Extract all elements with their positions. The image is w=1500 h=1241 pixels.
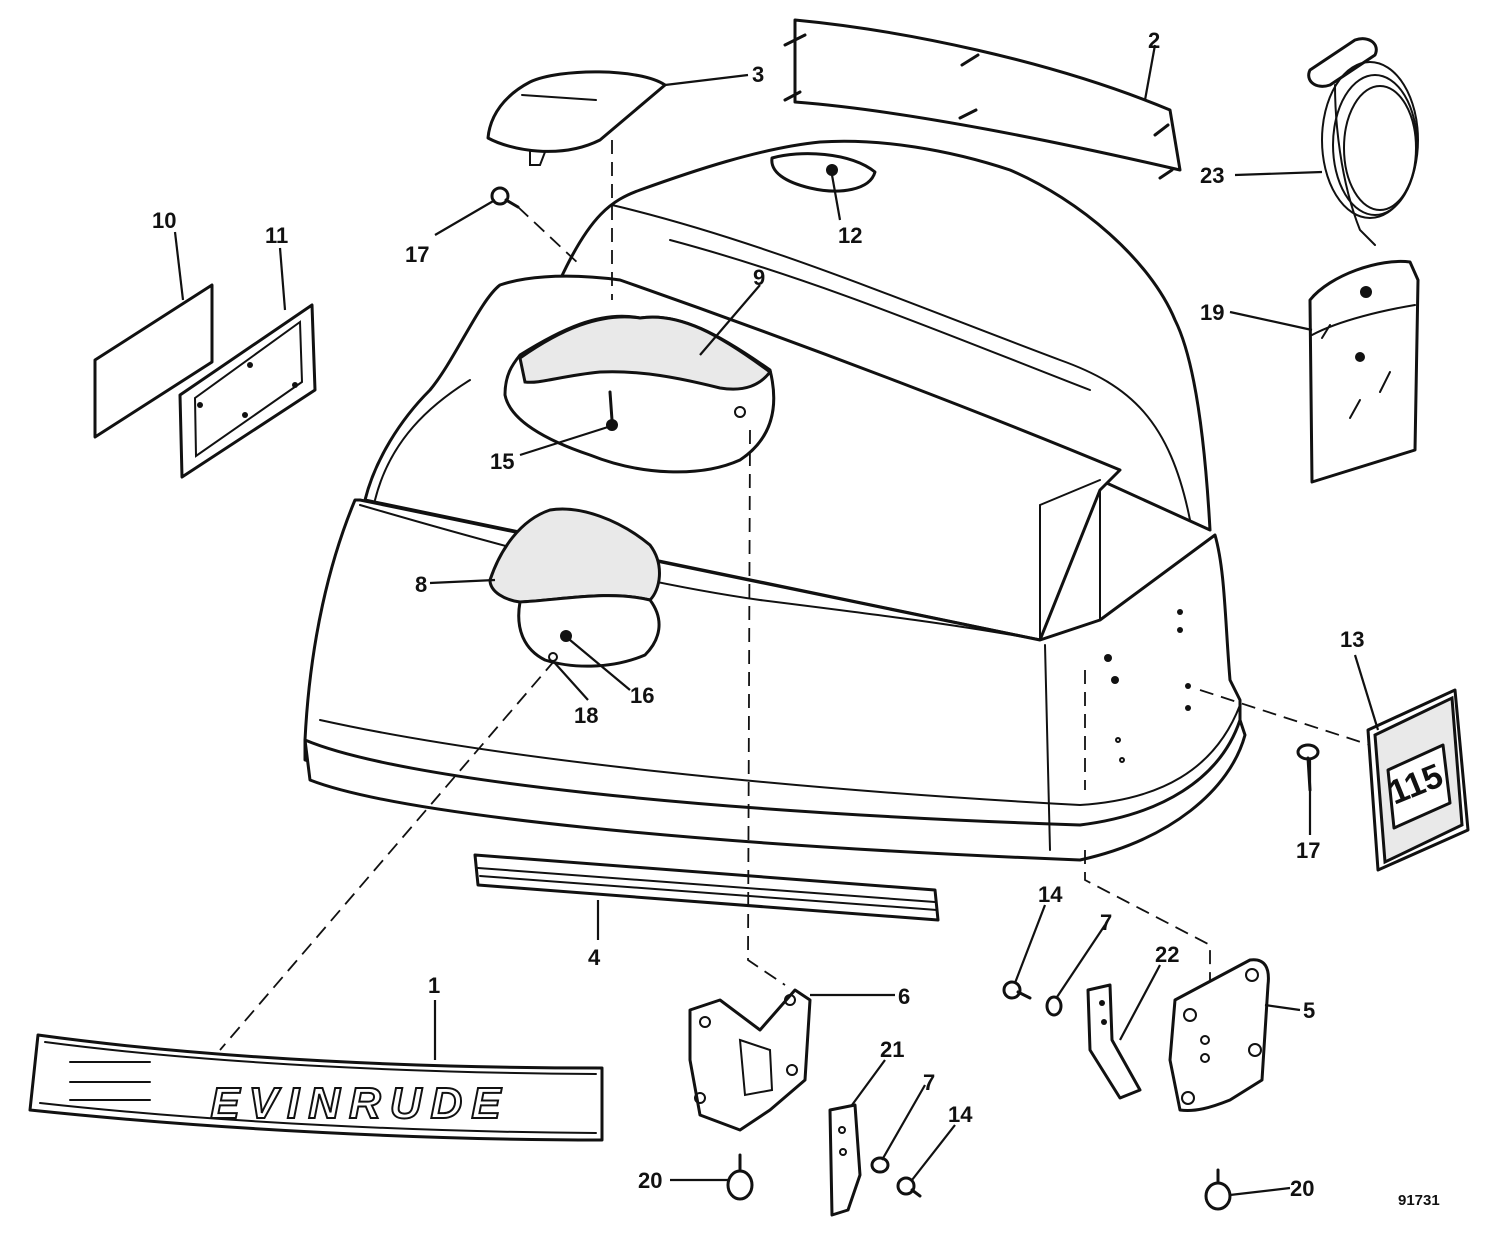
callout-18: 18 bbox=[574, 703, 598, 728]
callout-21: 21 bbox=[880, 1037, 904, 1062]
callout-10: 10 bbox=[152, 208, 176, 233]
assembly-lines bbox=[219, 140, 1371, 1051]
engine-cover bbox=[303, 139, 1247, 862]
figure-number: 91731 bbox=[1398, 1192, 1440, 1209]
part-3-top-plate bbox=[486, 70, 667, 166]
part-21-strap bbox=[828, 1103, 862, 1217]
callout-16: 16 bbox=[630, 683, 654, 708]
part-14-screw-lower bbox=[896, 1176, 922, 1198]
leader-lines bbox=[173, 44, 1380, 1197]
callout-19: 19 bbox=[1200, 300, 1224, 325]
callout-13: 13 bbox=[1340, 627, 1364, 652]
callout-5: 5 bbox=[1303, 998, 1315, 1023]
callout-14-lower: 14 bbox=[948, 1102, 973, 1127]
rear-holes bbox=[1084, 609, 1191, 790]
part-2-trim-strip bbox=[783, 18, 1182, 180]
part-23-cable bbox=[1307, 37, 1419, 246]
part-20-grommet-left bbox=[726, 1153, 754, 1201]
part-7-washer-lower bbox=[870, 1156, 890, 1174]
part-20-grommet-right bbox=[1204, 1168, 1232, 1211]
callout-20-left: 20 bbox=[638, 1168, 662, 1193]
part-14-screw-upper bbox=[1002, 980, 1032, 1000]
part-17-screw-left bbox=[490, 186, 520, 209]
callout-23: 23 bbox=[1200, 163, 1224, 188]
callout-3: 3 bbox=[752, 62, 764, 87]
part-7-washer-upper bbox=[1045, 995, 1063, 1017]
callout-7-lower: 7 bbox=[923, 1070, 935, 1095]
decal-brand-text: EVINRUDE bbox=[210, 1079, 509, 1128]
callout-22: 22 bbox=[1155, 942, 1179, 967]
part-19-bag bbox=[1308, 259, 1420, 484]
callout-1: 1 bbox=[428, 973, 440, 998]
part-10-decal bbox=[93, 283, 214, 439]
callout-7-upper: 7 bbox=[1100, 910, 1112, 935]
callout-9: 9 bbox=[753, 265, 765, 290]
callout-4: 4 bbox=[588, 945, 601, 970]
part-6-bracket bbox=[688, 988, 812, 1132]
part-11-frame bbox=[178, 303, 317, 479]
callout-17-left: 17 bbox=[405, 242, 429, 267]
cutaway-top bbox=[503, 314, 776, 474]
cutaway-12 bbox=[770, 152, 877, 193]
part-17-screw-right bbox=[1296, 743, 1320, 792]
part-13-badge: 115 bbox=[1366, 688, 1470, 872]
callout-15: 15 bbox=[490, 449, 514, 474]
part-4-seal bbox=[473, 853, 940, 922]
part-1-evinrude-decal: EVINRUDE bbox=[28, 1033, 604, 1142]
callout-12: 12 bbox=[838, 223, 862, 248]
callout-6: 6 bbox=[898, 984, 910, 1009]
callout-14-upper: 14 bbox=[1038, 882, 1063, 907]
part-22-strap bbox=[1086, 983, 1142, 1100]
part-5-plate bbox=[1168, 958, 1270, 1112]
callouts: 1 2 3 4 5 6 7 7 8 9 10 11 12 13 14 14 15… bbox=[152, 28, 1440, 1209]
callout-8: 8 bbox=[415, 572, 427, 597]
callout-20-right: 20 bbox=[1290, 1176, 1314, 1201]
cutaway-front bbox=[488, 507, 661, 668]
callout-11: 11 bbox=[265, 223, 288, 248]
callout-2: 2 bbox=[1148, 28, 1160, 53]
callout-17-right: 17 bbox=[1296, 838, 1320, 863]
